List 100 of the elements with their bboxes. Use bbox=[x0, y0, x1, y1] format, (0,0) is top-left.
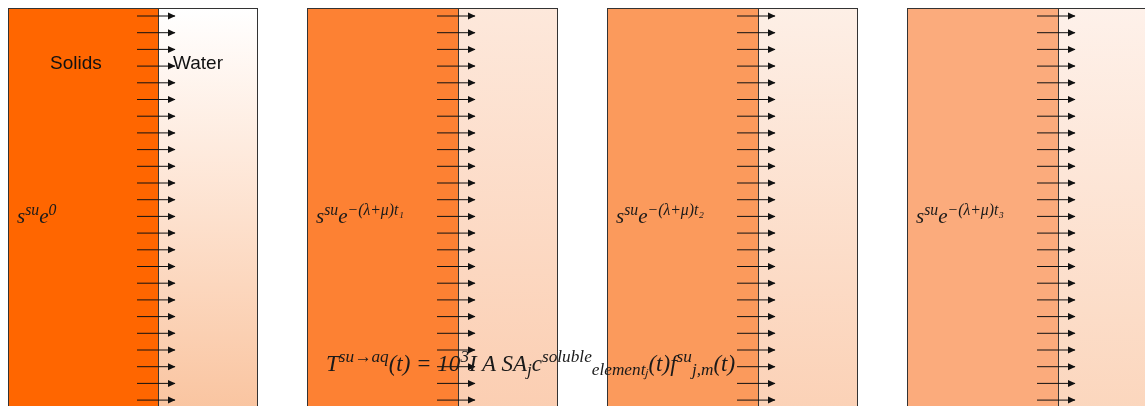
flux-arrow bbox=[1036, 12, 1076, 20]
flux-arrow bbox=[1036, 129, 1076, 137]
flux-arrow bbox=[436, 45, 476, 53]
flux-arrow bbox=[436, 279, 476, 287]
concentration-formula: s$^{su}$e$^{−(λ+μ)t₁}$ bbox=[316, 201, 404, 230]
flux-arrow bbox=[136, 162, 176, 170]
flux-arrow bbox=[1036, 112, 1076, 120]
concentration-formula: s$^{su}$e$^{0}$ bbox=[17, 201, 57, 230]
flux-arrow bbox=[736, 313, 776, 321]
flux-arrow bbox=[736, 263, 776, 270]
flux-arrow bbox=[136, 263, 176, 270]
flux-arrow bbox=[436, 162, 476, 170]
flux-arrow bbox=[1036, 146, 1076, 154]
flux-arrow bbox=[436, 196, 476, 204]
flux-arrow bbox=[1036, 29, 1076, 37]
concentration-formula: s$^{su}$e$^{−(λ+μ)t₃}$ bbox=[916, 201, 1004, 230]
flux-arrow bbox=[1036, 196, 1076, 204]
flux-arrow bbox=[136, 129, 176, 137]
flux-arrow bbox=[136, 45, 176, 53]
flux-arrow bbox=[436, 129, 476, 137]
flux-arrow bbox=[1036, 279, 1076, 287]
flux-arrow bbox=[736, 246, 776, 254]
flux-arrow bbox=[736, 229, 776, 237]
flux-arrow bbox=[436, 396, 476, 404]
water-region bbox=[158, 8, 258, 406]
flux-arrow bbox=[736, 45, 776, 53]
flux-arrow bbox=[136, 112, 176, 120]
flux-arrow bbox=[736, 96, 776, 103]
flux-arrow bbox=[736, 363, 776, 371]
flux-arrow bbox=[136, 79, 176, 87]
flux-arrow bbox=[436, 146, 476, 154]
solids-region bbox=[8, 8, 159, 406]
flux-arrow bbox=[436, 12, 476, 20]
region-label: Solids bbox=[50, 51, 102, 75]
flux-arrow bbox=[736, 379, 776, 387]
flux-arrow bbox=[436, 229, 476, 237]
flux-arrow bbox=[136, 12, 176, 20]
flux-arrow bbox=[736, 329, 776, 337]
flux-arrow bbox=[1036, 263, 1076, 270]
flux-arrow bbox=[136, 313, 176, 321]
region-label: Water bbox=[173, 51, 223, 75]
flux-arrow bbox=[436, 263, 476, 270]
flux-arrow bbox=[1036, 179, 1076, 187]
flux-arrow bbox=[436, 346, 476, 354]
flux-arrow bbox=[1036, 162, 1076, 170]
flux-arrow bbox=[736, 162, 776, 170]
flux-arrow bbox=[1036, 313, 1076, 321]
flux-arrow bbox=[136, 62, 176, 70]
water-region bbox=[1058, 8, 1145, 406]
flux-arrow bbox=[1036, 45, 1076, 53]
flux-arrow bbox=[436, 212, 476, 220]
flux-arrow bbox=[1036, 212, 1076, 220]
flux-arrow bbox=[1036, 379, 1076, 387]
flux-arrow bbox=[736, 179, 776, 187]
flux-arrow bbox=[136, 279, 176, 287]
flux-arrow bbox=[136, 379, 176, 387]
flux-arrow bbox=[1036, 62, 1076, 70]
flux-arrow bbox=[1036, 296, 1076, 304]
flux-arrow bbox=[436, 29, 476, 37]
flux-arrow bbox=[436, 112, 476, 120]
flux-arrow bbox=[1036, 329, 1076, 337]
flux-arrow bbox=[436, 96, 476, 103]
flux-arrow bbox=[736, 12, 776, 20]
flux-arrow bbox=[1036, 363, 1076, 371]
solids-region bbox=[907, 8, 1059, 406]
flux-arrow bbox=[436, 62, 476, 70]
flux-arrow bbox=[136, 196, 176, 204]
flux-arrow bbox=[136, 363, 176, 371]
flux-arrow bbox=[436, 296, 476, 304]
flux-arrow bbox=[436, 246, 476, 254]
flux-arrow bbox=[736, 296, 776, 304]
flux-arrow bbox=[736, 146, 776, 154]
flux-arrow bbox=[1036, 229, 1076, 237]
flux-arrow bbox=[136, 96, 176, 103]
flux-arrow bbox=[1036, 396, 1076, 404]
flux-arrow bbox=[136, 212, 176, 220]
flux-arrow bbox=[736, 62, 776, 70]
solids-region bbox=[307, 8, 459, 406]
flux-arrow bbox=[136, 346, 176, 354]
flux-arrow bbox=[136, 246, 176, 254]
flux-arrow bbox=[736, 129, 776, 137]
flux-arrow bbox=[436, 329, 476, 337]
flux-arrow bbox=[136, 29, 176, 37]
flux-arrow bbox=[1036, 346, 1076, 354]
flux-arrow bbox=[1036, 96, 1076, 103]
water-region bbox=[758, 8, 858, 406]
flux-arrow bbox=[736, 112, 776, 120]
flux-arrow bbox=[436, 79, 476, 87]
flux-arrow bbox=[736, 279, 776, 287]
flux-arrow bbox=[136, 329, 176, 337]
flux-arrow bbox=[136, 179, 176, 187]
flux-arrow bbox=[136, 396, 176, 404]
concentration-formula: s$^{su}$e$^{−(λ+μ)t₂}$ bbox=[616, 201, 704, 230]
flux-arrow bbox=[436, 313, 476, 321]
flux-arrow bbox=[136, 296, 176, 304]
flux-arrow bbox=[736, 29, 776, 37]
flux-arrow bbox=[736, 212, 776, 220]
flux-arrow bbox=[736, 396, 776, 404]
flux-arrow bbox=[736, 196, 776, 204]
flux-arrow bbox=[436, 179, 476, 187]
